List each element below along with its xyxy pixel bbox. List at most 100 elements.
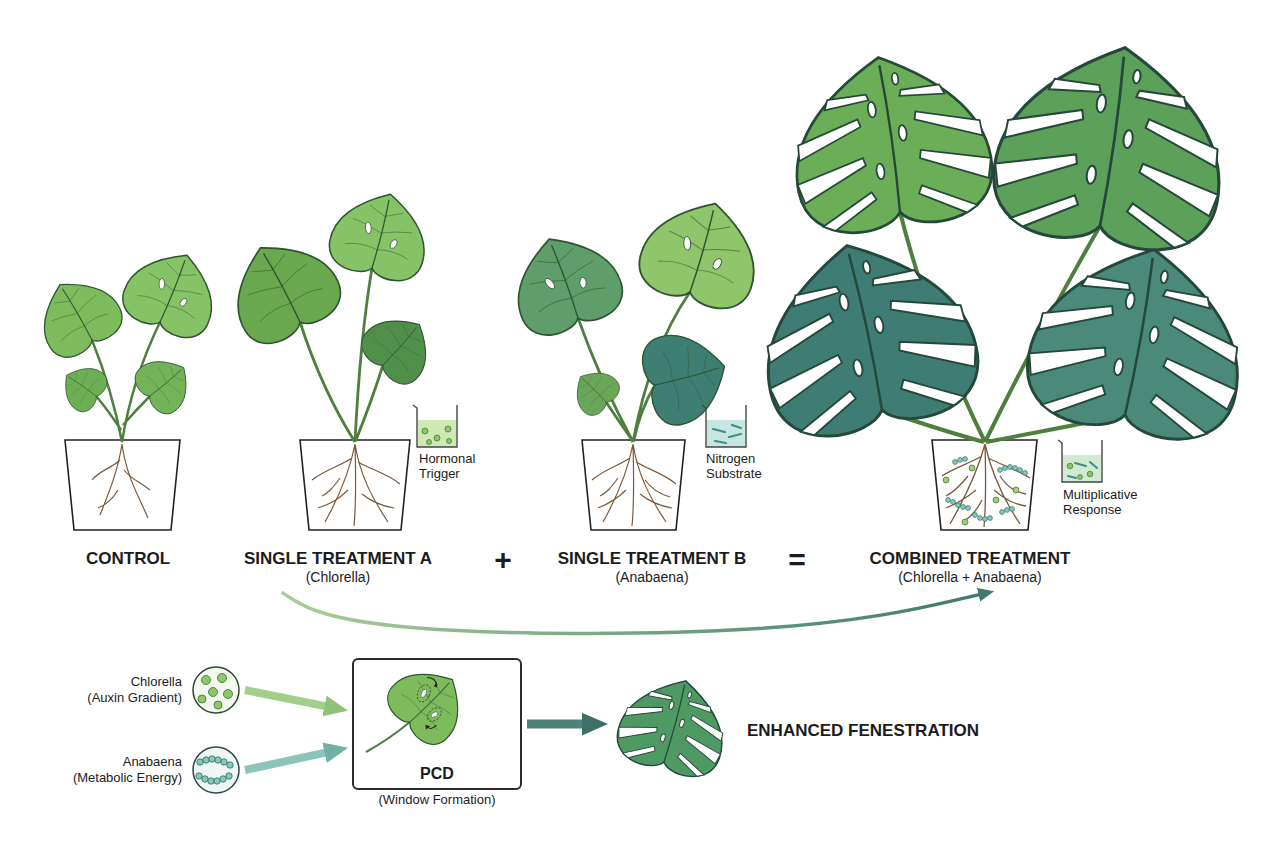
- anabaena-icon: [203, 757, 209, 763]
- beaker: [1068, 462, 1097, 478]
- organism-role: (Auxin Gradient): [87, 690, 182, 706]
- label-group: Anabaena(Metabolic Energy): [73, 754, 182, 785]
- filaments: [958, 458, 963, 463]
- anabaena-icon: [215, 757, 221, 763]
- process-box: PCD(Window Formation): [352, 658, 522, 790]
- flow-arrow: [245, 752, 329, 770]
- algae-cells: [943, 465, 1019, 525]
- organism-role: (Metabolic Energy): [73, 770, 182, 786]
- beaker: [1058, 440, 1102, 482]
- leaf: [637, 323, 736, 431]
- leaf: [324, 183, 436, 287]
- pcd-leaf: [366, 653, 479, 753]
- anabaena-icon: [193, 747, 239, 793]
- panel-title: SINGLE TREATMENT B: [558, 549, 747, 569]
- algae-cells: [993, 497, 999, 503]
- panel-subtitle: (Chlorella): [244, 569, 432, 586]
- fenestrated-leaf: [611, 667, 736, 783]
- filaments: [1010, 507, 1015, 512]
- algae-cells: [1013, 487, 1019, 493]
- leaf: [744, 224, 988, 448]
- treatment-b-plant: [500, 188, 771, 530]
- text-slot: COMBINED TREATMENT: [870, 549, 1071, 569]
- text-slot: SINGLE TREATMENT A: [244, 549, 432, 569]
- organism-name: Anabaena: [73, 754, 182, 770]
- panel-label: COMBINED TREATMENT(Chlorella + Anabaena): [870, 549, 1071, 586]
- beaker: [713, 425, 741, 443]
- anabaena-icon: [193, 747, 239, 793]
- beaker: [434, 435, 440, 441]
- label-slot: +: [494, 545, 512, 575]
- leaf: [1019, 231, 1258, 449]
- fenestrated-leaf: [611, 667, 736, 783]
- filaments: [951, 500, 956, 505]
- algae-cells: [962, 519, 968, 525]
- filaments: [978, 516, 983, 521]
- anabaena-icon: [208, 778, 214, 784]
- text-slot: (Auxin Gradient): [87, 690, 182, 706]
- filaments: [973, 513, 978, 518]
- leaf: [129, 347, 201, 420]
- panel-subtitle: (Chlorella + Anabaena): [870, 569, 1071, 586]
- anabaena-icon: [196, 773, 202, 779]
- filaments: [1018, 468, 1023, 473]
- chlorella-icon: [193, 667, 239, 713]
- beaker: [445, 426, 451, 432]
- beaker-label: Nitrogen Substrate: [706, 452, 762, 482]
- chlorella-icon: [218, 674, 227, 683]
- filaments: [1013, 466, 1018, 471]
- filaments: [1003, 466, 1008, 471]
- chlorella-icon: [193, 667, 239, 713]
- anabaena-icon: [197, 759, 203, 765]
- beaker: [1067, 463, 1073, 469]
- label-group: Chlorella(Auxin Gradient): [87, 674, 182, 705]
- panel-label: SINGLE TREATMENT A(Chlorella): [244, 549, 432, 586]
- filaments: [998, 468, 1003, 473]
- filaments: [946, 457, 1028, 522]
- chlorella-icon: [209, 688, 218, 697]
- filaments: [953, 460, 958, 465]
- flow-arrow: [527, 720, 587, 729]
- text-slot: (Window Formation): [378, 792, 495, 808]
- flow-arrow: [245, 690, 329, 707]
- operator-sign: +: [494, 545, 512, 575]
- pcd-leaf: [366, 722, 410, 752]
- anabaena-icon: [214, 778, 220, 784]
- filaments: [966, 506, 971, 511]
- beaker: [702, 405, 746, 447]
- beaker: [413, 405, 457, 447]
- filaments: [1008, 465, 1013, 470]
- text-slot: Anabaena: [73, 754, 182, 770]
- panel-label: CONTROL: [86, 549, 170, 569]
- beaker: [707, 420, 745, 447]
- beaker: [1058, 440, 1102, 482]
- beaker: [418, 420, 456, 447]
- pot: [582, 440, 685, 530]
- filaments: [1000, 510, 1005, 515]
- filaments: [956, 503, 961, 508]
- label-slot: Nitrogen Substrate: [706, 452, 762, 482]
- chlorella-icon: [214, 701, 222, 709]
- pcd-leaf: [379, 653, 479, 753]
- algae-cells: [969, 465, 975, 471]
- leaf: [565, 361, 625, 421]
- anabaena-icon: [202, 776, 208, 782]
- anabaena-icon: [209, 756, 215, 762]
- anabaena-icon: [221, 759, 227, 765]
- result-title: ENHANCED FENESTRATION: [747, 721, 979, 741]
- chlorella-icon: [224, 690, 233, 699]
- organism-name: Chlorella: [87, 674, 182, 690]
- leaf: [500, 221, 630, 343]
- roots: [942, 444, 1030, 527]
- combined-plant: [744, 32, 1258, 530]
- pot: [65, 440, 180, 530]
- anabaena-icon: [196, 756, 233, 784]
- filaments: [1005, 508, 1010, 513]
- algae-cells: [943, 477, 949, 483]
- text-slot: ENHANCED FENESTRATION: [747, 721, 979, 741]
- operator-sign: =: [788, 545, 806, 575]
- panel-title: SINGLE TREATMENT A: [244, 549, 432, 569]
- text-slot: PCD: [354, 764, 520, 783]
